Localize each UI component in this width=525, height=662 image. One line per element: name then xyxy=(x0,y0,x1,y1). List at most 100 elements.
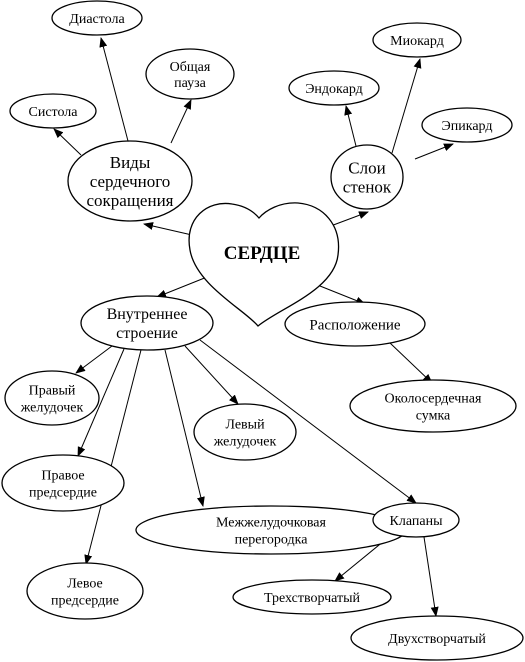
node-sloi-ellipse xyxy=(330,144,404,210)
node-okoloserdechnaya-label: Околосердечная xyxy=(385,391,483,406)
node-miokard: Миокард xyxy=(372,22,462,58)
node-vidy-label: сокращения xyxy=(86,191,173,210)
arrow-heart-to-sloi xyxy=(327,211,369,228)
edge xyxy=(53,128,82,156)
node-pravoe-predserdie: Правое предсердие xyxy=(1,454,125,512)
node-sistola-ellipse xyxy=(9,93,97,129)
edge xyxy=(414,143,454,160)
node-mezhzheludochkovaya: Межжелудочковая перегородка xyxy=(135,505,407,555)
node-vnutrennee-ellipse xyxy=(80,295,214,351)
node-sistola: Систола xyxy=(9,93,97,129)
arrow-vnutrennee-to-pravoe-predserdie xyxy=(77,348,125,457)
edge xyxy=(184,345,239,405)
arrow-sloi-to-epikard xyxy=(414,143,454,160)
node-raspolozhenie-ellipse xyxy=(284,301,426,347)
node-epikard-label: Эпикард xyxy=(442,119,493,134)
node-levoe-predserdie-label: предсердие xyxy=(51,593,119,608)
node-endokard: Эндокард xyxy=(288,70,380,106)
node-miokard-label: Миокард xyxy=(390,34,444,49)
node-levoe-predserdie-ellipse xyxy=(26,562,144,620)
node-pravoe-predserdie-label: предсердие xyxy=(29,485,97,500)
node-raspolozhenie: Расположение xyxy=(284,301,426,347)
arrow-sloi-to-endokard xyxy=(344,105,357,147)
edges xyxy=(53,37,454,617)
edge xyxy=(84,349,142,565)
edge xyxy=(143,222,193,236)
node-pravyy-zheludochek-label: Правый xyxy=(29,383,76,398)
heart-shape xyxy=(188,202,340,327)
node-obshchaya-pauza-label: Общая xyxy=(170,60,211,75)
node-klapany: Клапаны xyxy=(372,502,460,538)
arrow-vnutrennee-to-pravyy-zheludochek xyxy=(75,345,113,374)
node-levoe-predserdie: Левое предсердие xyxy=(26,562,144,620)
edge xyxy=(170,99,192,144)
node-vnutrennee: Внутреннее строение xyxy=(80,295,214,351)
node-pravyy-zheludochek-ellipse xyxy=(4,370,100,426)
heart-node: СЕРДЦЕ xyxy=(188,202,340,327)
node-sloi-label: стенок xyxy=(343,177,392,196)
arrow-raspolozhenie-to-okoloserdechnaya xyxy=(389,342,433,384)
node-levyy-zheludochek-ellipse xyxy=(193,403,297,461)
node-okoloserdechnaya: Околосердечная сумка xyxy=(349,379,517,433)
arrow-vidy-to-diastola xyxy=(99,37,129,142)
node-okoloserdechnaya-label: сумка xyxy=(416,408,451,423)
edge xyxy=(391,58,422,154)
node-dvukhstvorchatyy: Двухстворчатый xyxy=(350,615,524,661)
node-endokard-label: Эндокард xyxy=(305,82,363,97)
node-okoloserdechnaya-ellipse xyxy=(349,379,517,433)
node-pravoe-predserdie-ellipse xyxy=(1,454,125,512)
edge xyxy=(75,345,113,374)
node-diastola-ellipse xyxy=(51,0,143,36)
node-vidy-label: Виды xyxy=(110,153,151,172)
node-vnutrennee-label: строение xyxy=(116,325,178,342)
edge xyxy=(164,349,205,507)
node-pravoe-predserdie-label: Правое xyxy=(41,468,84,483)
arrow-heart-to-vidy xyxy=(143,222,193,236)
edge xyxy=(327,211,369,228)
node-diastola-label: Диастола xyxy=(69,12,125,27)
node-diastola: Диастола xyxy=(51,0,143,36)
node-obshchaya-pauza-ellipse xyxy=(145,48,235,100)
node-levyy-zheludochek-label: желудочек xyxy=(213,434,277,449)
node-trekhstvorchatyy-label: Трехстворчатый xyxy=(264,591,361,606)
node-endokard-ellipse xyxy=(288,70,380,106)
node-pravyy-zheludochek: Правый желудочек xyxy=(4,370,100,426)
heart-label: СЕРДЦЕ xyxy=(224,243,301,264)
node-dvukhstvorchatyy-ellipse xyxy=(350,615,524,661)
arrow-vidy-to-sistola xyxy=(53,128,82,156)
arrow-vnutrennee-to-mezhzheludochkovaya xyxy=(164,349,205,507)
arrow-vnutrennee-to-levyy-zheludochek xyxy=(184,345,239,405)
node-trekhstvorchatyy-ellipse xyxy=(232,579,392,615)
arrow-sloi-to-miokard xyxy=(391,58,422,154)
node-epikard: Эпикард xyxy=(421,107,513,143)
node-klapany-ellipse xyxy=(372,502,460,538)
node-klapany-label: Клапаны xyxy=(390,514,444,529)
node-vidy-label: сердечного xyxy=(90,172,171,191)
node-mezhzheludochkovaya-label: перегородка xyxy=(235,532,309,547)
arrow-vnutrennee-to-klapany xyxy=(199,339,417,504)
edge xyxy=(199,339,417,504)
node-trekhstvorchatyy: Трехстворчатый xyxy=(232,579,392,615)
edge xyxy=(99,37,129,142)
node-vnutrennee-label: Внутреннее xyxy=(107,306,188,323)
edge xyxy=(389,342,433,384)
node-vidy-ellipse xyxy=(67,140,193,222)
arrow-vidy-to-obshchaya-pauza xyxy=(170,99,192,144)
edge xyxy=(77,348,125,457)
edge xyxy=(344,105,357,147)
node-miokard-ellipse xyxy=(372,22,462,58)
node-obshchaya-pauza-label: пауза xyxy=(174,76,207,91)
arrow-klapany-to-dvukhstvorchatyy xyxy=(423,536,439,617)
node-sistola-label: Систола xyxy=(29,105,79,120)
node-mezhzheludochkovaya-label: Межжелудочковая xyxy=(216,515,326,530)
node-epikard-ellipse xyxy=(421,107,513,143)
node-pravyy-zheludochek-label: желудочек xyxy=(20,400,84,415)
node-sloi-label: Слои xyxy=(348,158,385,177)
node-levoe-predserdie-label: Левое xyxy=(67,576,103,591)
node-raspolozhenie-label: Расположение xyxy=(309,317,400,333)
